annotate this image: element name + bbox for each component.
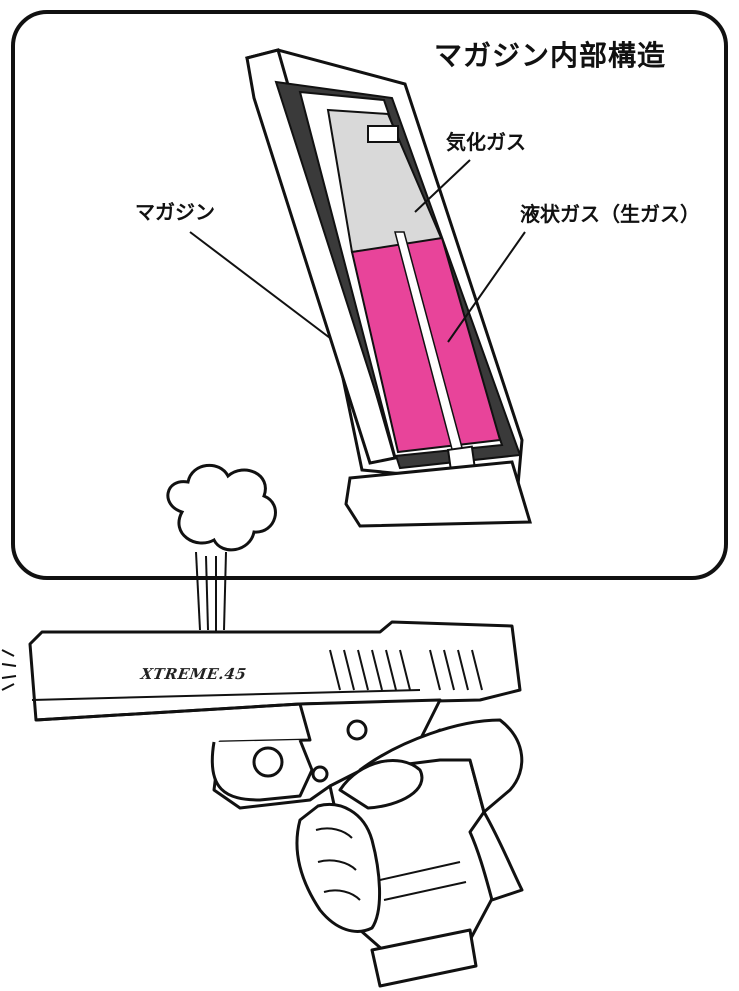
magazine-base xyxy=(370,928,478,988)
trigger xyxy=(252,746,284,778)
magazine-base-plate xyxy=(344,460,533,528)
wrist xyxy=(468,810,524,902)
valve xyxy=(367,125,399,143)
hand-icon xyxy=(295,718,524,933)
slide-marking: XTREME.45 xyxy=(139,665,248,683)
leader-line-liquid xyxy=(447,231,526,343)
leader-line-vapor xyxy=(414,159,471,213)
thumb xyxy=(338,758,424,810)
gas-puff-icon xyxy=(166,463,277,632)
magazine-label: マガジン xyxy=(135,200,215,224)
liquid-gas-label: 液状ガス（生ガス） xyxy=(520,202,700,226)
magazine-front-wall xyxy=(245,48,397,465)
vaporized-gas-label: 気化ガス xyxy=(446,130,526,154)
magazine-cutaway xyxy=(245,48,533,528)
leader-line-magazine xyxy=(189,231,331,339)
muzzle-blast-icon xyxy=(1,649,17,691)
panel-title: マガジン内部構造 xyxy=(434,39,667,72)
palm xyxy=(358,718,524,814)
pistol-icon xyxy=(28,620,522,988)
